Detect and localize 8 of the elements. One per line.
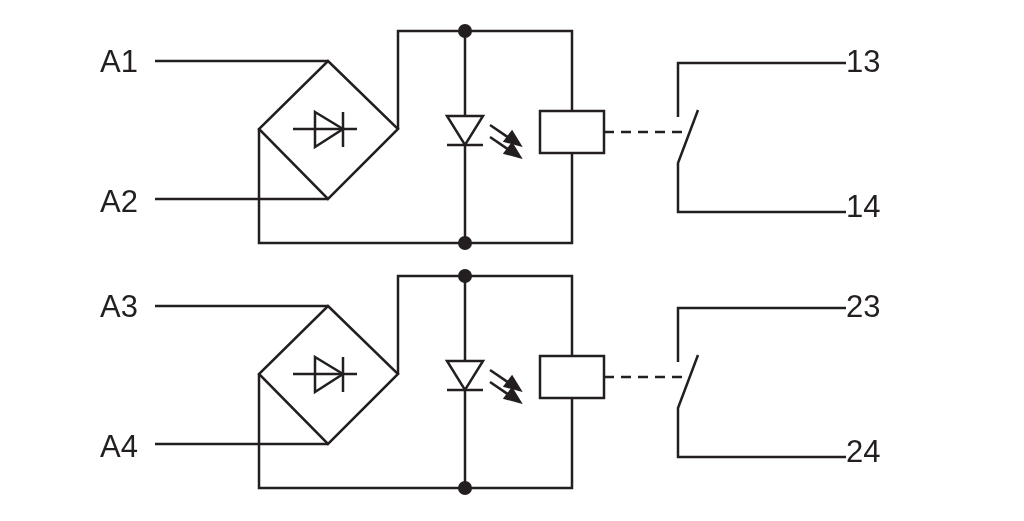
terminal-label: A3 [100,290,138,322]
terminal-label: A1 [100,45,138,77]
terminal-label: 24 [846,435,881,467]
terminal-label: A2 [100,185,138,217]
terminal-label: 23 [846,290,881,322]
terminal-label: 14 [846,190,881,222]
terminal-label: 13 [846,45,881,77]
terminal-label: A4 [100,430,138,462]
